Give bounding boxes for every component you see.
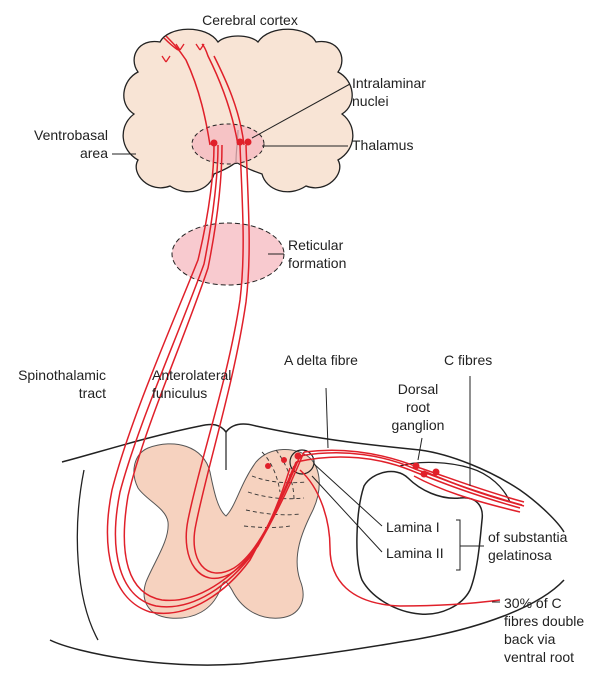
spinal-cord-lower-edge xyxy=(77,470,98,640)
dorsal-root-outline xyxy=(357,472,482,615)
reticular-formation-region xyxy=(172,223,284,285)
label-spinothalamic-tract: Spinothalamic tract xyxy=(2,366,106,402)
label-intralaminar-nuclei: Intralaminar nuclei xyxy=(352,74,426,110)
label-dorsal-root-ganglion: Dorsal root ganglion xyxy=(378,380,458,434)
brain-outline xyxy=(123,29,353,192)
label-thalamus: Thalamus xyxy=(352,136,413,154)
label-ventrobasal-area: Ventrobasal area xyxy=(10,126,108,162)
label-substantia-gelatinosa: of substantia gelatinosa xyxy=(488,528,567,564)
label-lamina-2: Lamina II xyxy=(386,544,444,562)
label-c-fibres-double-back: 30% of C fibres double back via ventral … xyxy=(504,594,584,666)
label-c-fibres: C fibres xyxy=(444,351,492,369)
label-a-delta-fibre: A delta fibre xyxy=(284,351,358,369)
label-cerebral-cortex: Cerebral cortex xyxy=(150,11,350,29)
label-anterolateral-funiculus: Anterolateral funiculus xyxy=(152,366,231,402)
thalamus-region xyxy=(192,124,264,164)
label-lamina-1: Lamina I xyxy=(386,518,440,536)
label-reticular-formation: Reticular formation xyxy=(288,236,346,272)
